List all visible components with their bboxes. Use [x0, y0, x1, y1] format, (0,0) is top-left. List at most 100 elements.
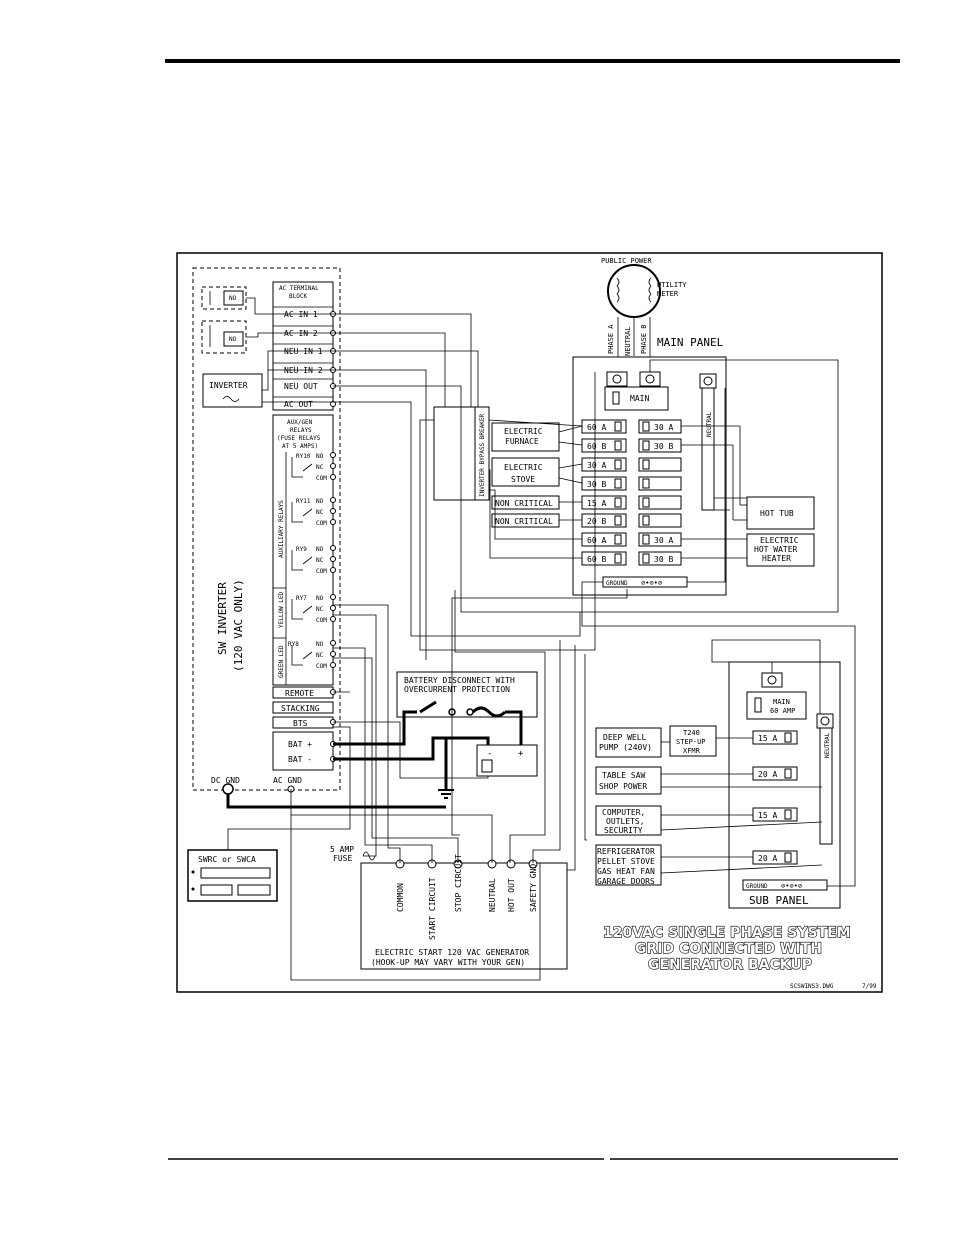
saw-label-1: TABLE SAW	[602, 771, 646, 780]
sub-breaker-label: 20 A	[758, 854, 777, 863]
main-right-breaker-label: 30 B	[654, 555, 673, 564]
relay-contact-label: NC	[316, 652, 324, 659]
relay-contact-screw	[330, 463, 336, 469]
fridge-label-2: PELLET STOVE	[597, 857, 655, 866]
breaker-handle	[642, 478, 650, 489]
relay-contact-label: COM	[316, 568, 327, 575]
yellow-led-label: YELLOW LED	[278, 591, 285, 628]
relay-contact-label: NC	[316, 509, 324, 516]
breaker-handle	[642, 421, 650, 432]
sub-breaker-label: 15 A	[758, 734, 777, 743]
sub-ground-screws: ⊘•⊘•⊘	[781, 882, 802, 890]
breaker-handle	[784, 809, 792, 820]
relay-contact-screw	[330, 640, 336, 646]
neutral-label: NEUTRAL	[624, 326, 632, 356]
relay-label: RY10	[296, 453, 311, 460]
fuse-label-2: FUSE	[333, 854, 352, 863]
ground-screws: ⊘•⊘•⊘	[641, 579, 662, 587]
main-left-breaker-label: 60 A	[587, 536, 606, 545]
relay-contact-screw	[330, 605, 336, 611]
computer-label-3: SECURITY	[604, 826, 643, 835]
sub-main-label-1: MAIN	[773, 698, 790, 706]
relay-switch	[291, 550, 313, 571]
sub-breakers: 15 A 20 A 15 A 20 A	[752, 730, 798, 865]
phase-a-label: PHASE A	[607, 324, 615, 354]
generator-terminal-label: START CIRCUIT	[428, 877, 437, 940]
breaker-handle	[642, 459, 650, 470]
battery-minus: -	[487, 749, 492, 759]
sub-panel-title: SUB PANEL	[749, 894, 809, 907]
relay-contact-screw	[330, 508, 336, 514]
relay-contact-label: NO	[316, 546, 324, 553]
breaker-handle	[642, 497, 650, 508]
relay-label: RY9	[296, 546, 307, 553]
relay-contact-label: COM	[316, 663, 327, 670]
relay-contact-label: COM	[316, 617, 327, 624]
ac-gnd-label: AC GND	[273, 776, 302, 785]
breaker-handle	[614, 478, 622, 489]
ac-terminal-label-1: AC TERMINAL	[279, 285, 319, 292]
breaker-handle	[614, 459, 622, 470]
relay-contact-screw	[330, 452, 336, 458]
system-title-2: GRID CONNECTED WITH	[635, 941, 822, 957]
breaker-handle	[614, 515, 622, 526]
relay-switch	[291, 645, 313, 666]
sub-main-label-2: 60 AMP	[770, 707, 795, 715]
fridge-label-4: GARAGE DOORS	[597, 877, 655, 886]
main-right-breaker-label: 30 A	[654, 423, 673, 432]
system-title-3: GENERATOR BACKUP	[648, 957, 812, 973]
relay-contact-screw	[330, 519, 336, 525]
relay-contact-label: COM	[316, 520, 327, 527]
sub-breaker-label: 15 A	[758, 811, 777, 820]
relay-contact-screw	[330, 594, 336, 600]
battery-disconnect-2: OVERCURRENT PROTECTION	[404, 685, 510, 694]
breaker-handle	[784, 768, 792, 779]
sub-panel: MAIN 60 AMP NEUTRAL 15 A20 A15 A20 A GRO…	[728, 661, 841, 909]
saw-label-2: SHOP POWER	[599, 782, 647, 791]
generator-terminal-label: STOP CIRCUIT	[454, 854, 463, 912]
well-label-1: DEEP WELL	[603, 733, 647, 742]
utility-meter: PUBLIC POWER UTILITY METER PHASE A NEUTR…	[601, 257, 687, 372]
relay-contact-label: NO	[316, 595, 324, 602]
terminal-screw	[330, 401, 336, 407]
relay-switch	[291, 502, 313, 523]
fridge-label-1: REFRIGERATOR	[597, 847, 655, 856]
computer-label-2: OUTLETS,	[606, 817, 645, 826]
battery-section: BATTERY DISCONNECT WITH OVERCURRENT PROT…	[333, 671, 538, 799]
inverter-box-label: INVERTER	[209, 381, 248, 390]
main-left-breaker-label: 30 B	[587, 480, 606, 489]
main-neutral-label: NEUTRAL	[706, 411, 713, 437]
main-left-breaker-label: 20 B	[587, 517, 606, 526]
noncritical-label-1: NON CRITICAL	[495, 499, 553, 508]
stove-label-2: STOVE	[511, 475, 535, 484]
drawing-id: SCSWINS3.DWG	[790, 983, 834, 990]
ac-terminal-label-2: BLOCK	[289, 293, 307, 300]
sw-inverter: SW INVERTER (120 VAC ONLY) NO NO INVERTE…	[192, 267, 341, 795]
inverter-title-2: (120 VAC ONLY)	[232, 579, 245, 672]
aux-label-3: (FUSE RELAYS	[277, 435, 321, 442]
relay-switch	[291, 599, 313, 620]
xfmr-label-2: STEP-UP	[676, 738, 706, 746]
aux-label-2: RELAYS	[290, 427, 312, 434]
terminal-label: NEU IN 1	[284, 347, 323, 356]
generator-caption-2: (HOOK-UP MAY VARY WITH YOUR GEN)	[371, 958, 525, 967]
bypass-label: INVERTER BYPASS BREAKER	[479, 414, 486, 497]
battery-plus: +	[518, 749, 524, 759]
battery-disconnect-1: BATTERY DISCONNECT WITH	[404, 676, 515, 685]
generator-terminal-label: SAFETY GND	[529, 864, 538, 912]
main-left-loads: ELECTRIC FURNACE ELECTRIC STOVE NON CRIT…	[491, 422, 583, 528]
relay-contact-screw	[330, 556, 336, 562]
sub-breaker-label: 20 A	[758, 770, 777, 779]
furnace-label-1: ELECTRIC	[504, 427, 543, 436]
generator-terminal-label: HOT OUT	[507, 878, 516, 912]
main-ground-label: GROUND	[606, 580, 628, 587]
fuse-label-1: 5 AMP	[330, 845, 354, 854]
terminal-label: NEU OUT	[284, 382, 318, 391]
bat-plus-label: BAT +	[288, 740, 312, 749]
